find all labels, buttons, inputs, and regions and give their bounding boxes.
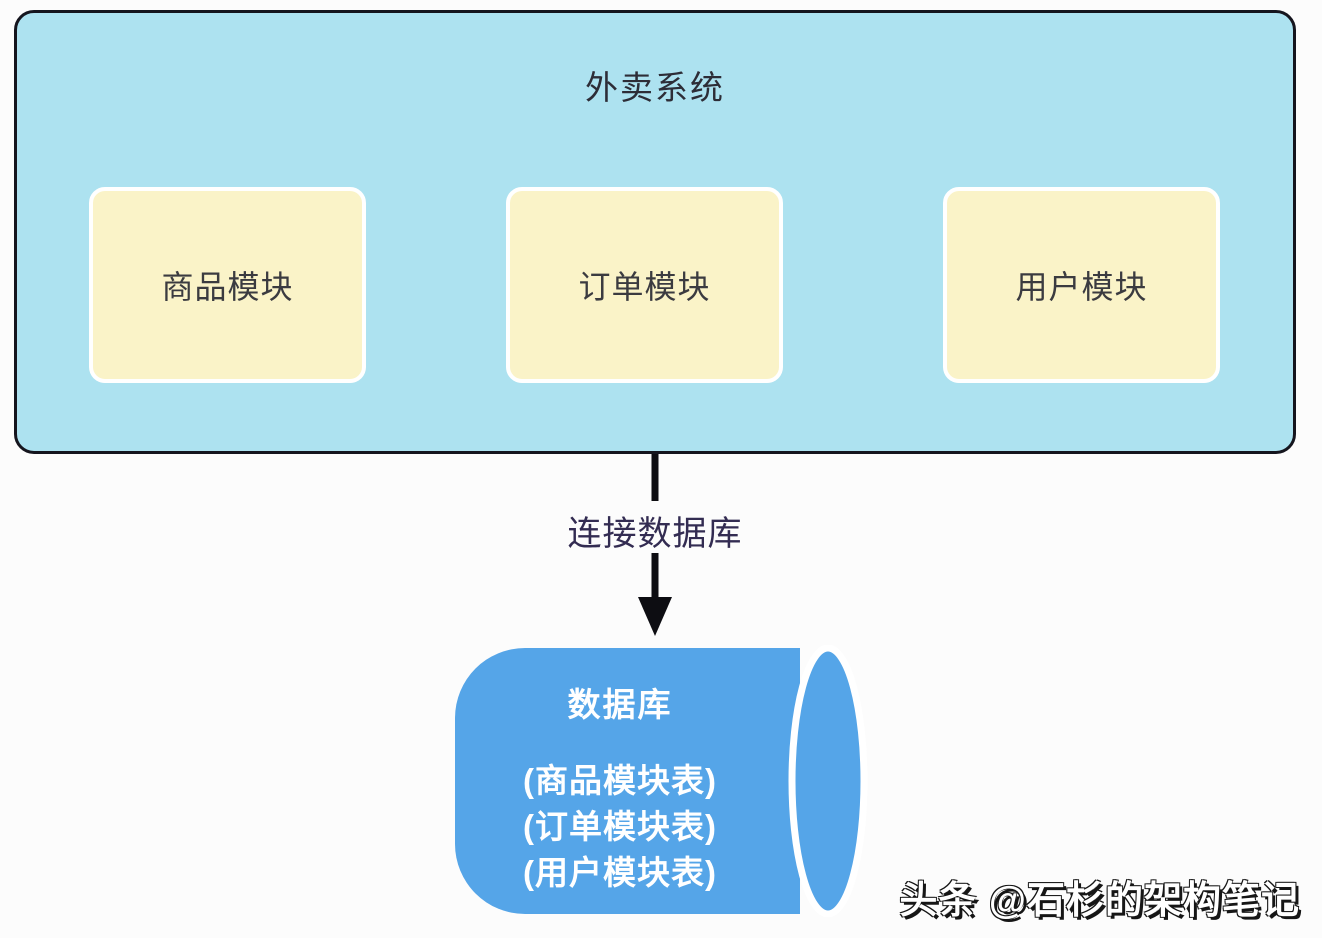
database-table-list: (商品模块表) (订单模块表) (用户模块表) bbox=[455, 758, 785, 896]
module-order: 订单模块 bbox=[506, 187, 783, 383]
database-table-user: (用户模块表) bbox=[523, 854, 717, 891]
connector-arrow-icon bbox=[638, 454, 672, 636]
module-user-label: 用户模块 bbox=[1015, 269, 1148, 305]
module-order-label: 订单模块 bbox=[578, 269, 711, 305]
watermark-text: 头条 @石杉的架构笔记 bbox=[899, 880, 1300, 922]
connector-label: 连接数据库 bbox=[567, 515, 743, 553]
module-product: 商品模块 bbox=[89, 187, 366, 383]
module-product-label: 商品模块 bbox=[161, 269, 294, 305]
database-table-order: (订单模块表) bbox=[523, 808, 717, 845]
system-box: 外卖系统 商品模块 订单模块 用户模块 bbox=[14, 10, 1296, 454]
database-cylinder-icon bbox=[455, 645, 868, 917]
database-title: 数据库 bbox=[567, 686, 673, 723]
module-user: 用户模块 bbox=[943, 187, 1220, 383]
system-title: 外卖系统 bbox=[585, 69, 725, 106]
database-table-product: (商品模块表) bbox=[523, 762, 717, 799]
